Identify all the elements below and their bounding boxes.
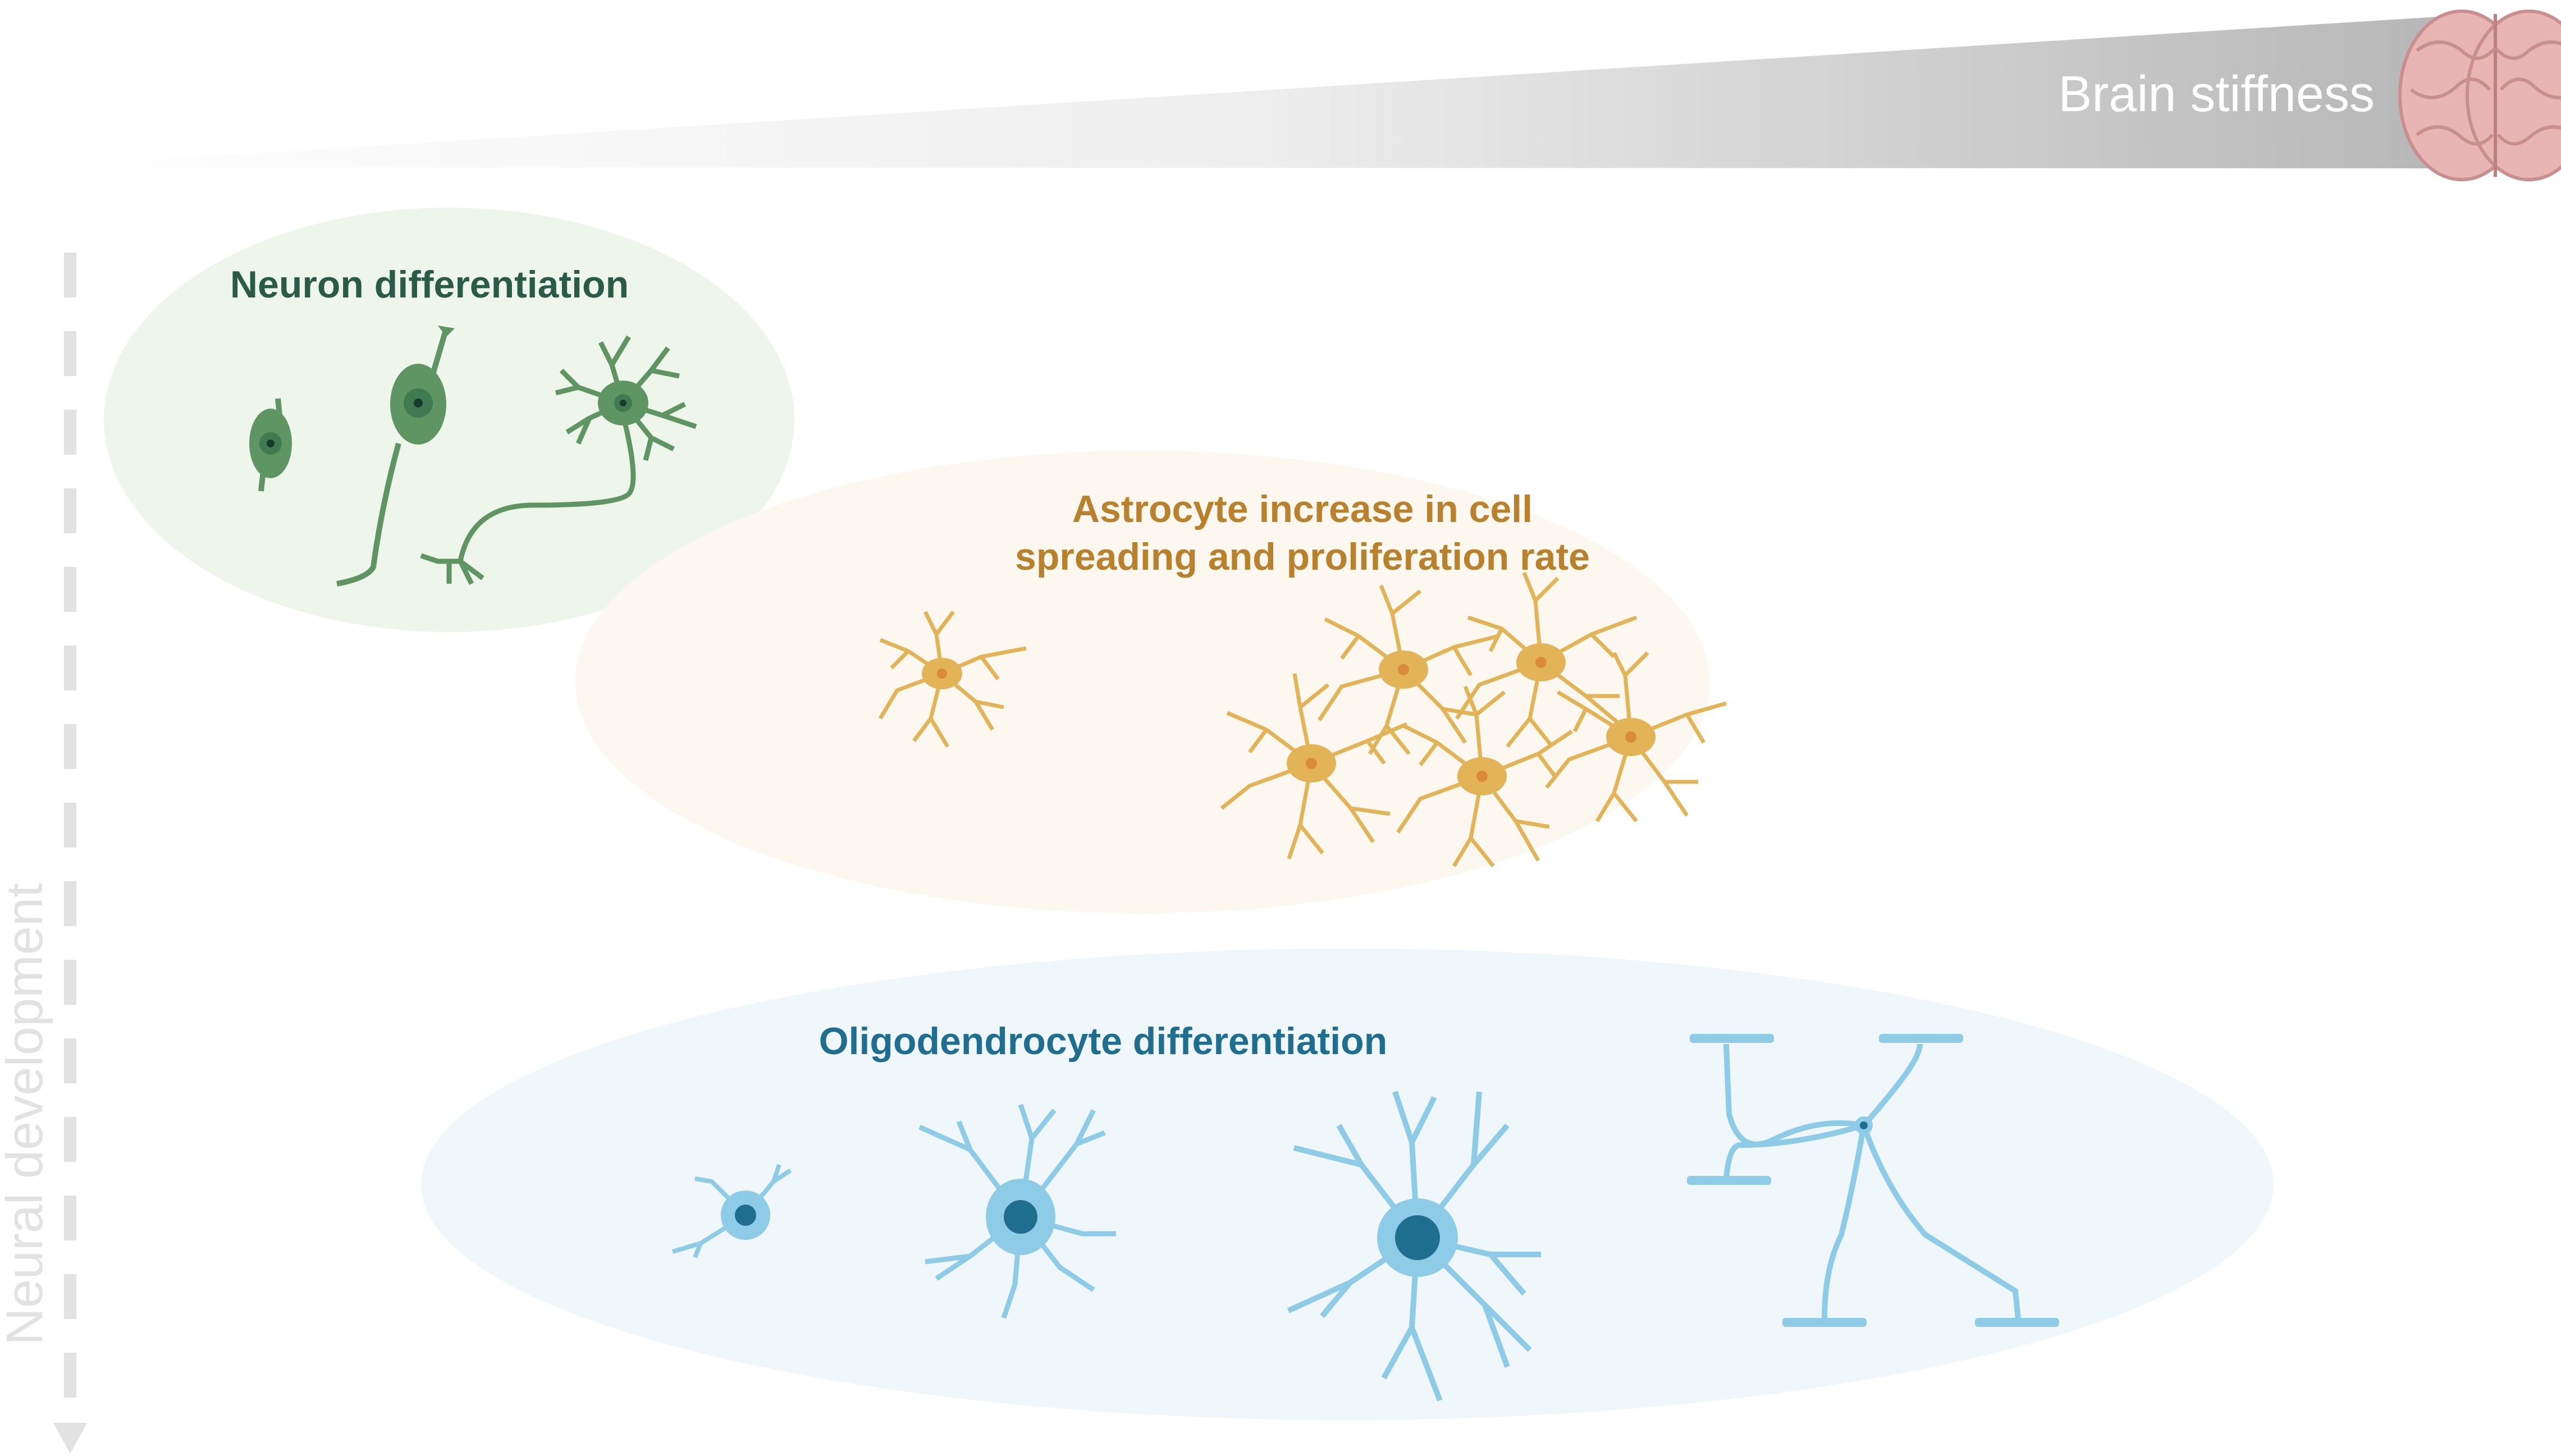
oligodendrocyte-immature-cell: [918, 1104, 1116, 1319]
astrocyte-cluster: [1220, 571, 1727, 868]
oligodendrocyte-precursor-cell: [671, 1164, 792, 1258]
neuron-mature-cell: [420, 335, 697, 585]
neuron-migrating-cell: [336, 326, 455, 587]
neuron-title: Neuron differentiation: [230, 263, 629, 306]
astrocyte-single-cell: [878, 610, 1027, 748]
astrocyte-title-line2: spreading and proliferation rate: [1015, 535, 1590, 578]
arrow-down-icon: [53, 1423, 87, 1454]
astrocyte-cell: [1396, 685, 1573, 868]
stiffness-gradient: Brain stiffness: [34, 14, 2481, 168]
astrocyte-panel: Astrocyte increase in cell spreading and…: [575, 451, 1727, 913]
astrocyte-title-line1: Astrocyte increase in cell: [1072, 488, 1533, 530]
astrocyte-cell: [1220, 673, 1408, 860]
astrocyte-cell: [1545, 651, 1727, 823]
oligodendrocyte-panel: Oligodendrocyte differentiation: [421, 949, 2274, 1420]
development-label: Neural development: [0, 883, 53, 1345]
development-axis: Neural development: [0, 253, 87, 1454]
neuron-progenitor-cell: [249, 398, 292, 492]
astrocyte-cell: [1455, 571, 1638, 748]
brain-icon: [2398, 10, 2561, 181]
oligodendrocyte-title: Oligodendrocyte differentiation: [819, 1020, 1388, 1063]
oligodendrocyte-premyelinating-cell: [1287, 1091, 1541, 1402]
stiffness-label: Brain stiffness: [2058, 66, 2375, 122]
neuron-panel: Neuron differentiation: [104, 208, 794, 632]
oligodendrocyte-myelinating-cell: [1687, 1034, 2059, 1327]
